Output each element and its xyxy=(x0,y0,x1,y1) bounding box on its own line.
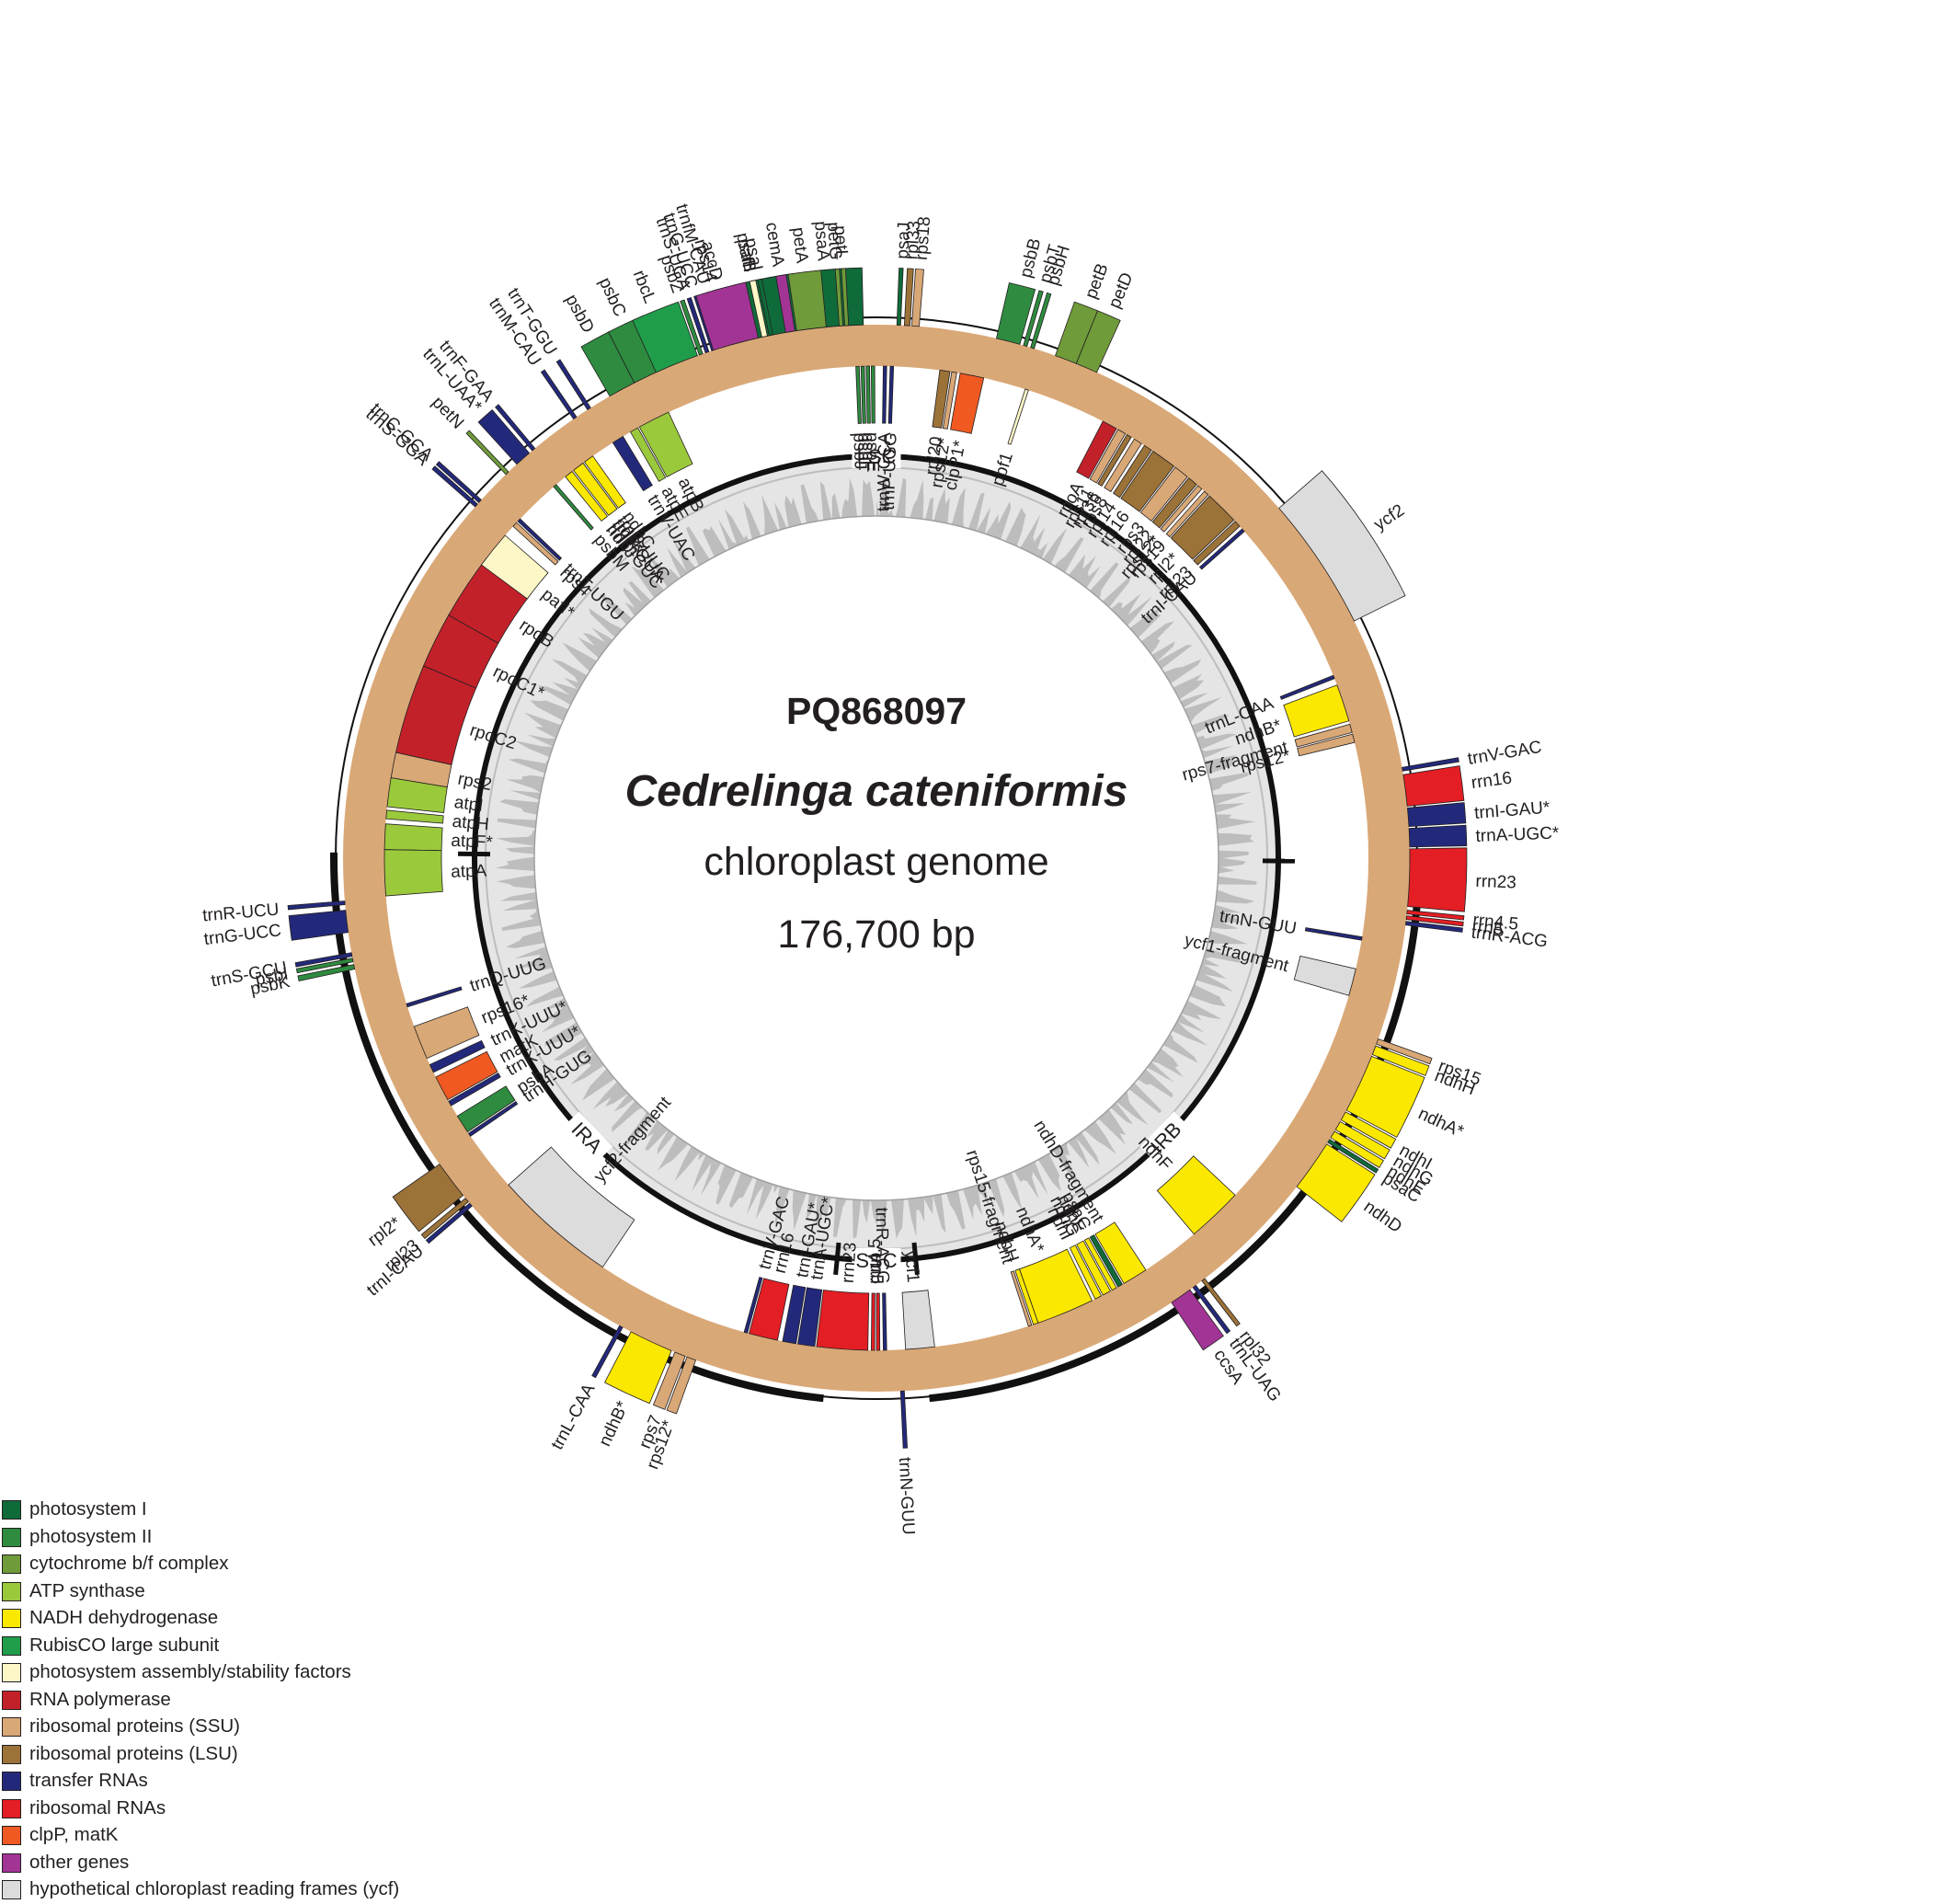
legend-label: NADH dehydrogenase xyxy=(29,1607,218,1629)
legend-label: photosystem assembly/stability factors xyxy=(29,1661,351,1683)
legend-swatch xyxy=(2,1528,21,1547)
legend-item: hypothetical chloroplast reading frames … xyxy=(0,1876,478,1904)
legend-swatch xyxy=(2,1554,21,1574)
gene-label: petG xyxy=(823,222,845,261)
gene-trnn-guu xyxy=(900,1391,907,1448)
legend-item: ribosomal proteins (LSU) xyxy=(0,1741,478,1769)
gene-psbl xyxy=(861,366,865,423)
legend-label: other genes xyxy=(29,1852,129,1874)
gene-trnq-uug xyxy=(406,987,462,1007)
gene-rrn5 xyxy=(876,1293,880,1350)
legend: photosystem I photosystem II cytochrome b/… xyxy=(0,1497,478,1904)
legend-label: ribosomal RNAs xyxy=(29,1797,166,1819)
legend-swatch xyxy=(2,1691,21,1710)
gene-trnc-gca xyxy=(436,462,481,503)
gene-label: petA xyxy=(788,226,812,265)
legend-label: transfer RNAs xyxy=(29,1770,148,1792)
region-boundary-tick xyxy=(836,1243,839,1275)
gene-trnp-ugg xyxy=(888,366,893,423)
legend-label: cytochrome b/f complex xyxy=(29,1553,228,1575)
legend-item: NADH dehydrogenase xyxy=(0,1605,478,1633)
gene-ycf1-fragment xyxy=(1294,956,1356,995)
gene-psbe xyxy=(871,366,875,423)
legend-item: ribosomal RNAs xyxy=(0,1795,478,1823)
legend-item: photosystem assembly/stability factors xyxy=(0,1659,478,1687)
gene-label: ycf2 xyxy=(1370,500,1408,534)
gene-label: trnR-ACG xyxy=(872,1207,892,1284)
legend-swatch xyxy=(2,1609,21,1628)
organism-name: Cedrelinga cateniformis xyxy=(0,766,1753,817)
legend-item: photosystem II xyxy=(0,1524,478,1552)
legend-swatch xyxy=(2,1717,21,1737)
gene-label: petD xyxy=(1105,270,1138,311)
legend-item: clpP, matK xyxy=(0,1822,478,1850)
gene-rrn4-5 xyxy=(871,1293,875,1350)
gene-label: psbC xyxy=(595,275,630,320)
legend-swatch xyxy=(2,1826,21,1845)
legend-swatch xyxy=(2,1799,21,1818)
legend-swatch xyxy=(2,1663,21,1682)
legend-swatch xyxy=(2,1582,21,1601)
gene-label: trnN-GUU xyxy=(895,1457,918,1535)
legend-label: photosystem II xyxy=(29,1526,152,1548)
legend-swatch xyxy=(2,1880,21,1899)
gene-trnr-acg xyxy=(883,1293,887,1350)
legend-item: ribosomal proteins (SSU) xyxy=(0,1714,478,1741)
legend-label: ribosomal proteins (SSU) xyxy=(29,1715,240,1738)
legend-label: RubisCO large subunit xyxy=(29,1634,219,1657)
gene-trnw-cca xyxy=(883,366,887,423)
legend-label: photosystem I xyxy=(29,1498,147,1520)
gene-label: psaJ xyxy=(893,222,914,259)
legend-label: clpP, matK xyxy=(29,1824,118,1846)
gene-label: rrn23 xyxy=(839,1242,861,1284)
gene-label: psbD xyxy=(561,292,598,337)
legend-swatch xyxy=(2,1772,21,1791)
gene-rps18 xyxy=(911,269,923,326)
legend-label: hypothetical chloroplast reading frames … xyxy=(29,1878,399,1900)
legend-swatch xyxy=(2,1500,21,1520)
legend-label: RNA polymerase xyxy=(29,1689,171,1711)
gene-psaj xyxy=(897,268,903,325)
gene-psbf xyxy=(866,366,871,423)
legend-label: ATP synthase xyxy=(29,1580,145,1602)
genome-length: 176,700 bp xyxy=(0,912,1753,958)
legend-swatch xyxy=(2,1745,21,1764)
legend-item: RNA polymerase xyxy=(0,1687,478,1715)
legend-item: transfer RNAs xyxy=(0,1768,478,1795)
gene-label: trnV-GAC xyxy=(1466,738,1543,769)
gene-label: psbJ xyxy=(849,432,870,470)
genome-type: chloroplast genome xyxy=(0,840,1753,885)
legend-item: photosystem I xyxy=(0,1497,478,1524)
gene-label: trnL-CAA xyxy=(548,1381,600,1453)
gene-label: ndhA* xyxy=(1415,1104,1467,1141)
gene-ycf1 xyxy=(902,1290,934,1349)
legend-swatch xyxy=(2,1853,21,1873)
legend-label: ribosomal proteins (LSU) xyxy=(29,1743,238,1765)
legend-item: cytochrome b/f complex xyxy=(0,1551,478,1578)
gene-rrn16 xyxy=(750,1279,789,1340)
legend-item: RubisCO large subunit xyxy=(0,1633,478,1660)
gene-label: ycf1 xyxy=(900,1250,922,1284)
gene-psbj xyxy=(856,366,862,423)
gene-label: ndhD xyxy=(1360,1197,1405,1236)
legend-item: other genes xyxy=(0,1850,478,1877)
gene-rrn23 xyxy=(817,1290,869,1349)
gene-trns-gga xyxy=(432,466,477,507)
legend-item: ATP synthase xyxy=(0,1578,478,1606)
gene-label: rbcL xyxy=(629,268,659,306)
legend-swatch xyxy=(2,1636,21,1656)
accession-number: PQ868097 xyxy=(0,690,1753,733)
gene-label: ndhB* xyxy=(595,1398,633,1450)
gene-pbf1 xyxy=(1008,389,1028,444)
